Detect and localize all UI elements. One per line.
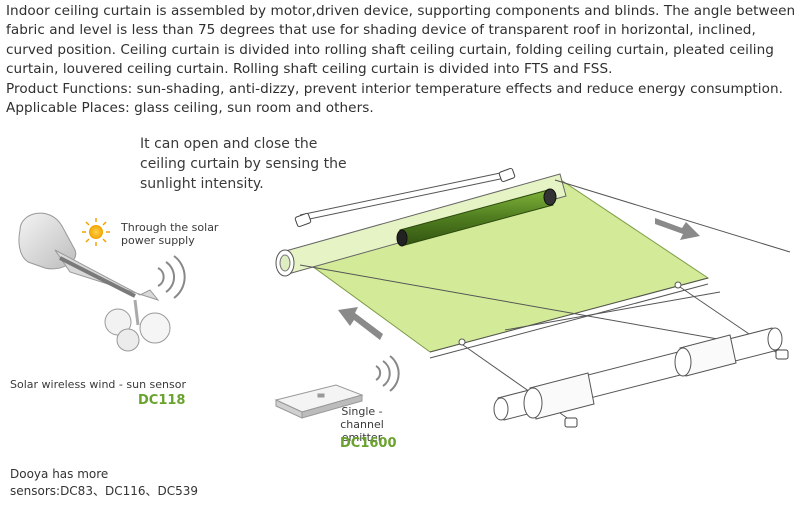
curtain-system [275, 167, 791, 428]
applicable-places: Applicable Places: glass ceiling, sun ro… [6, 100, 374, 117]
emitter-model: DC1600 [340, 436, 397, 451]
emitter-label: Single - channel emitter [340, 405, 384, 444]
bracket [294, 167, 789, 428]
sensor-label: Solar wireless wind - sun sensor [10, 378, 187, 391]
wind-sun-sensor [18, 212, 171, 352]
intro-paragraph: Indoor ceiling curtain is assembled by m… [6, 3, 796, 78]
product-functions: Product Functions: sun-shading, anti-diz… [6, 80, 784, 97]
more-sensors-note: Dooya has more sensors:DC83、DC116、DC539 [10, 466, 270, 500]
sun-icon [82, 218, 110, 246]
sensor-signal-icon [157, 255, 186, 299]
remote-emitter [274, 384, 364, 419]
direction-arrow-left [338, 307, 383, 340]
more-sensors-line2: sensors:DC83、DC116、DC539 [10, 484, 198, 498]
intro-text: Indoor ceiling curtain is assembled by m… [6, 2, 798, 118]
sensor-model: DC118 [138, 393, 186, 408]
direction-arrow-right [655, 218, 700, 240]
more-sensors-line1: Dooya has more [10, 467, 109, 481]
sensing-caption: It can open and close the ceiling curtai… [140, 136, 347, 192]
emitter-signal-icon [375, 355, 400, 392]
solar-power-label: Through the solar power supply [121, 221, 219, 247]
